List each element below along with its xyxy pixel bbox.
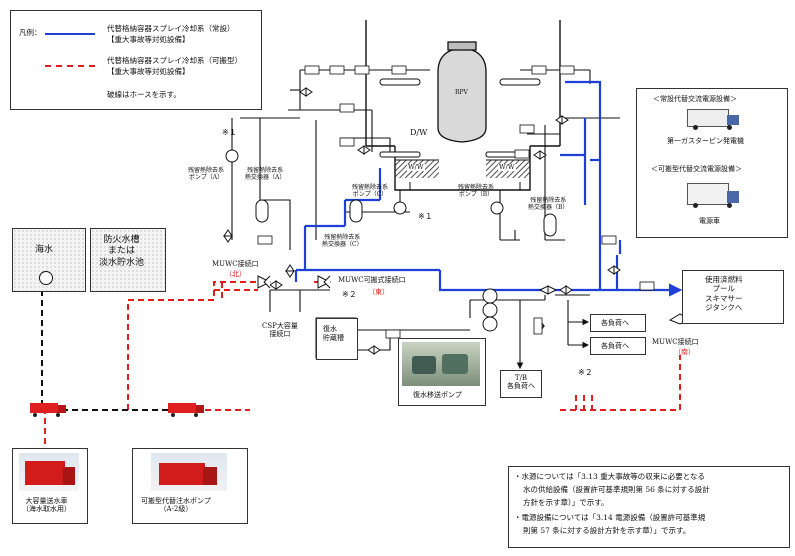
note-1-line-3: 方針を示す章）」で示す。: [523, 498, 609, 507]
rhr-hx-c-label: 残留熱除去系熱交換器（C）: [322, 234, 363, 248]
legend-hose-note: 破線はホースを示す。: [107, 90, 181, 99]
note2-mark-b: ※２: [578, 368, 593, 377]
rhr-hx-a-label: 残留熱除去系熱交換器（A）: [245, 167, 286, 181]
condensate-pump-label: 復水移送ポンプ: [413, 391, 462, 399]
drywell-label: D/W: [410, 128, 428, 137]
large-truck-icon: [30, 403, 66, 417]
condensate-pump-photo: [402, 342, 480, 386]
portable-hose-line: [44, 281, 681, 445]
muwc-north-label: MUWC接続口: [212, 260, 259, 268]
sea-label: 海水: [35, 245, 54, 255]
power-truck-label: 電源車: [699, 217, 720, 225]
muwc-south-label: MUWC接続口: [652, 338, 699, 346]
instrument-boxes: [257, 65, 655, 339]
pump-truck-label: 可搬型代替注水ポンプ（A-2級）: [141, 497, 211, 514]
legend-permanent-swatch: [45, 33, 95, 35]
sea-intake-icon: [39, 271, 53, 285]
wetwell-right-label: W/W: [498, 163, 516, 172]
condensate-pump-box: 復水移送ポンプ: [398, 338, 486, 406]
legend-permanent-label: 代替格納容器スプレイ冷却系（常設）: [107, 24, 235, 33]
permanent-spray-line: [294, 80, 683, 297]
note-2-line-1: ・電源設備については「3.14 電源設備（設置許可基準規: [514, 513, 706, 522]
gas-turbine-truck: [687, 109, 741, 131]
sea-intake-hose: [41, 290, 180, 411]
spent-fuel-label: 使用済燃料プールスキマサージタンクへ: [705, 275, 743, 313]
note2-mark-a: ※２: [342, 290, 357, 299]
muwc-north-dir: （北）: [225, 270, 246, 278]
rhr-pump-a-label: 残留熱除去系ポンプ（A）: [188, 167, 225, 181]
load-box-2: 各負荷へ: [590, 337, 646, 355]
large-truck-label: 大容量送水車（海水取水用）: [22, 497, 71, 514]
power-truck: [687, 183, 741, 209]
muwc-portable-dir: （東）: [368, 288, 389, 296]
csp-connection-label: CSP大容量接続口: [262, 322, 298, 339]
notes-box: ・水源については「3.13 重大事故等の収束に必要となる 水の供給設備（設置許可…: [508, 466, 790, 548]
legend-permanent-category: 【重大事故等対処設備】: [107, 35, 190, 44]
legend-box: 凡例： 代替格納容器スプレイ冷却系（常設） 【重大事故等対処設備】 代替格納容器…: [10, 10, 262, 110]
note1-mark-b: ※１: [418, 212, 433, 221]
muwc-portable-label: MUWC可搬式接続口: [338, 276, 406, 284]
legend-portable-swatch: [45, 65, 95, 67]
rhr-pump-b-label: 残留熱除去系ポンプ（B）: [458, 184, 495, 198]
legend-prefix: 凡例：: [19, 28, 42, 37]
portable-power-title: ＜可搬型代替交流電源設備＞: [651, 165, 742, 173]
note-2-line-2: 則第 57 条に対する設計方針を示す章）」で示す。: [523, 526, 691, 535]
note-1-line-1: ・水源については「3.13 重大事故等の収束に必要となる: [514, 472, 705, 481]
load-box-1: 各負荷へ: [590, 314, 646, 332]
condensate-tank-label: 復水貯蔵槽: [323, 325, 344, 343]
note-1-line-2: 水の供給設備（設置許可基準規則第 56 条に対する設計: [523, 485, 710, 494]
muwc-south-dir: （南）: [674, 348, 695, 356]
pump-truck-photo: [151, 453, 227, 491]
large-truck-box: 大容量送水車（海水取水用）: [12, 448, 88, 524]
pump-truck-icon: [168, 403, 204, 417]
heat-exchangers: [255, 199, 557, 237]
load-label-2: 各負荷へ: [601, 342, 629, 350]
gas-turbine-label: 第一ガスタービン発電機: [667, 137, 744, 145]
large-truck-photo: [19, 453, 79, 491]
load-label-1: 各負荷へ: [601, 319, 629, 327]
legend-portable-category: 【重大事故等対処設備】: [107, 67, 190, 76]
power-supply-box: ＜常設代替交流電源設備＞ 第一ガスタービン発電機 ＜可搬型代替交流電源設備＞ 電…: [636, 88, 788, 238]
freshwater-source-box: 防火水槽または淡水貯水池: [90, 228, 166, 292]
freshwater-label: 防火水槽または淡水貯水池: [99, 235, 145, 268]
rpv-vessel: [437, 41, 487, 143]
rhr-pumps: [225, 149, 504, 332]
wetwell-left-label: W/W: [407, 163, 425, 172]
note1-mark-a: ※１: [222, 128, 237, 137]
legend-portable-label: 代替格納容器スプレイ冷却系（可搬型）: [107, 56, 242, 65]
rhr-pump-c-label: 残留熱除去系ポンプ（C）: [352, 184, 389, 198]
condensate-tank-label-box: 復水貯蔵槽: [316, 318, 358, 360]
rhr-hx-b-label: 残留熱除去系熱交換器（B）: [528, 197, 569, 211]
spent-fuel-box: 使用済燃料プールスキマサージタンクへ: [682, 270, 784, 324]
sea-source-box: 海水: [12, 228, 86, 292]
pump-truck-box: 可搬型代替注水ポンプ（A-2級）: [132, 448, 248, 524]
suppression-drains: [409, 182, 521, 190]
rpv-label: RPV: [455, 89, 468, 96]
permanent-power-title: ＜常設代替交流電源設備＞: [653, 95, 737, 103]
